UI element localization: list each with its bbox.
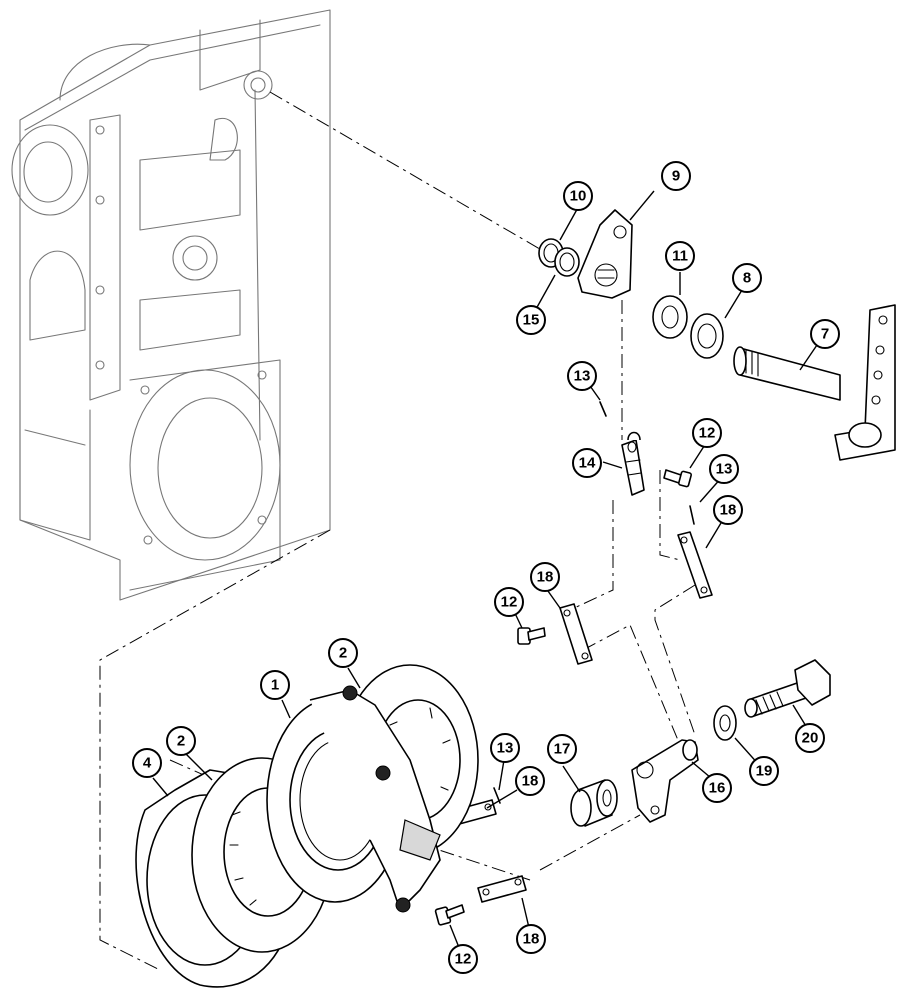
svg-text:18: 18 bbox=[720, 502, 737, 519]
callout-14: 14 bbox=[572, 448, 602, 478]
bolt-20 bbox=[744, 659, 831, 718]
svg-text:11: 11 bbox=[672, 248, 688, 265]
clevis-14 bbox=[621, 431, 645, 496]
washer-15 bbox=[554, 247, 580, 277]
bolt-12-upper bbox=[663, 469, 692, 488]
svg-text:18: 18 bbox=[523, 931, 540, 948]
split-pin-13-upper bbox=[599, 401, 607, 417]
link-plate-18-right bbox=[677, 531, 713, 599]
callout-1: 1 bbox=[260, 670, 290, 700]
roller-17 bbox=[570, 779, 618, 827]
svg-text:13: 13 bbox=[716, 461, 733, 478]
washer-8 bbox=[690, 313, 724, 359]
callout-13: 13 bbox=[709, 454, 739, 484]
callout-7: 7 bbox=[810, 319, 840, 349]
svg-text:2: 2 bbox=[339, 645, 347, 662]
svg-text:13: 13 bbox=[574, 368, 591, 385]
callout-12: 12 bbox=[494, 587, 524, 617]
svg-text:7: 7 bbox=[821, 326, 829, 343]
brake-actuator-1 bbox=[266, 685, 441, 913]
callout-13: 13 bbox=[567, 361, 597, 391]
callout-13: 13 bbox=[490, 733, 520, 763]
svg-text:14: 14 bbox=[579, 455, 596, 472]
svg-text:18: 18 bbox=[522, 773, 539, 790]
svg-text:20: 20 bbox=[802, 730, 819, 747]
svg-text:17: 17 bbox=[554, 741, 571, 758]
link-plate-18-middle bbox=[559, 603, 593, 665]
svg-text:9: 9 bbox=[672, 168, 680, 185]
svg-text:2: 2 bbox=[177, 733, 185, 750]
bolt-12-middle bbox=[517, 627, 546, 645]
callout-18: 18 bbox=[515, 766, 545, 796]
cam-lever-16 bbox=[631, 739, 699, 823]
callout-8: 8 bbox=[732, 263, 762, 293]
svg-text:18: 18 bbox=[537, 569, 554, 586]
callout-17: 17 bbox=[547, 734, 577, 764]
svg-text:16: 16 bbox=[709, 780, 726, 797]
callout-2: 2 bbox=[328, 638, 358, 668]
split-pin-13-right bbox=[689, 505, 695, 525]
link-plate-18-lower bbox=[477, 875, 527, 903]
svg-text:13: 13 bbox=[497, 740, 514, 757]
callout-4: 4 bbox=[132, 748, 162, 778]
callout-2: 2 bbox=[166, 726, 196, 756]
callout-19: 19 bbox=[749, 756, 779, 786]
svg-text:19: 19 bbox=[756, 763, 773, 780]
svg-text:15: 15 bbox=[523, 312, 540, 329]
lever-arm-9 bbox=[577, 209, 633, 299]
callout-18: 18 bbox=[516, 924, 546, 954]
cross-shaft-7 bbox=[733, 304, 896, 461]
callout-12: 12 bbox=[692, 418, 722, 448]
svg-text:8: 8 bbox=[743, 270, 751, 287]
callout-16: 16 bbox=[702, 773, 732, 803]
callout-9: 9 bbox=[661, 161, 691, 191]
callout-20: 20 bbox=[795, 723, 825, 753]
callout-18: 18 bbox=[530, 562, 560, 592]
svg-text:12: 12 bbox=[455, 951, 472, 968]
washer-19 bbox=[713, 705, 737, 741]
callout-15: 15 bbox=[516, 305, 546, 335]
svg-text:10: 10 bbox=[570, 188, 587, 205]
callout-10: 10 bbox=[563, 181, 593, 211]
svg-text:12: 12 bbox=[501, 594, 518, 611]
bolt-12-lower bbox=[434, 904, 465, 926]
callout-11: 11 bbox=[665, 241, 695, 271]
svg-text:12: 12 bbox=[699, 425, 716, 442]
transmission-housing bbox=[11, 9, 331, 601]
bushing-11 bbox=[652, 295, 688, 339]
callout-12: 12 bbox=[448, 944, 478, 974]
svg-text:1: 1 bbox=[271, 677, 279, 694]
callout-18: 18 bbox=[713, 495, 743, 525]
svg-text:4: 4 bbox=[143, 755, 152, 772]
